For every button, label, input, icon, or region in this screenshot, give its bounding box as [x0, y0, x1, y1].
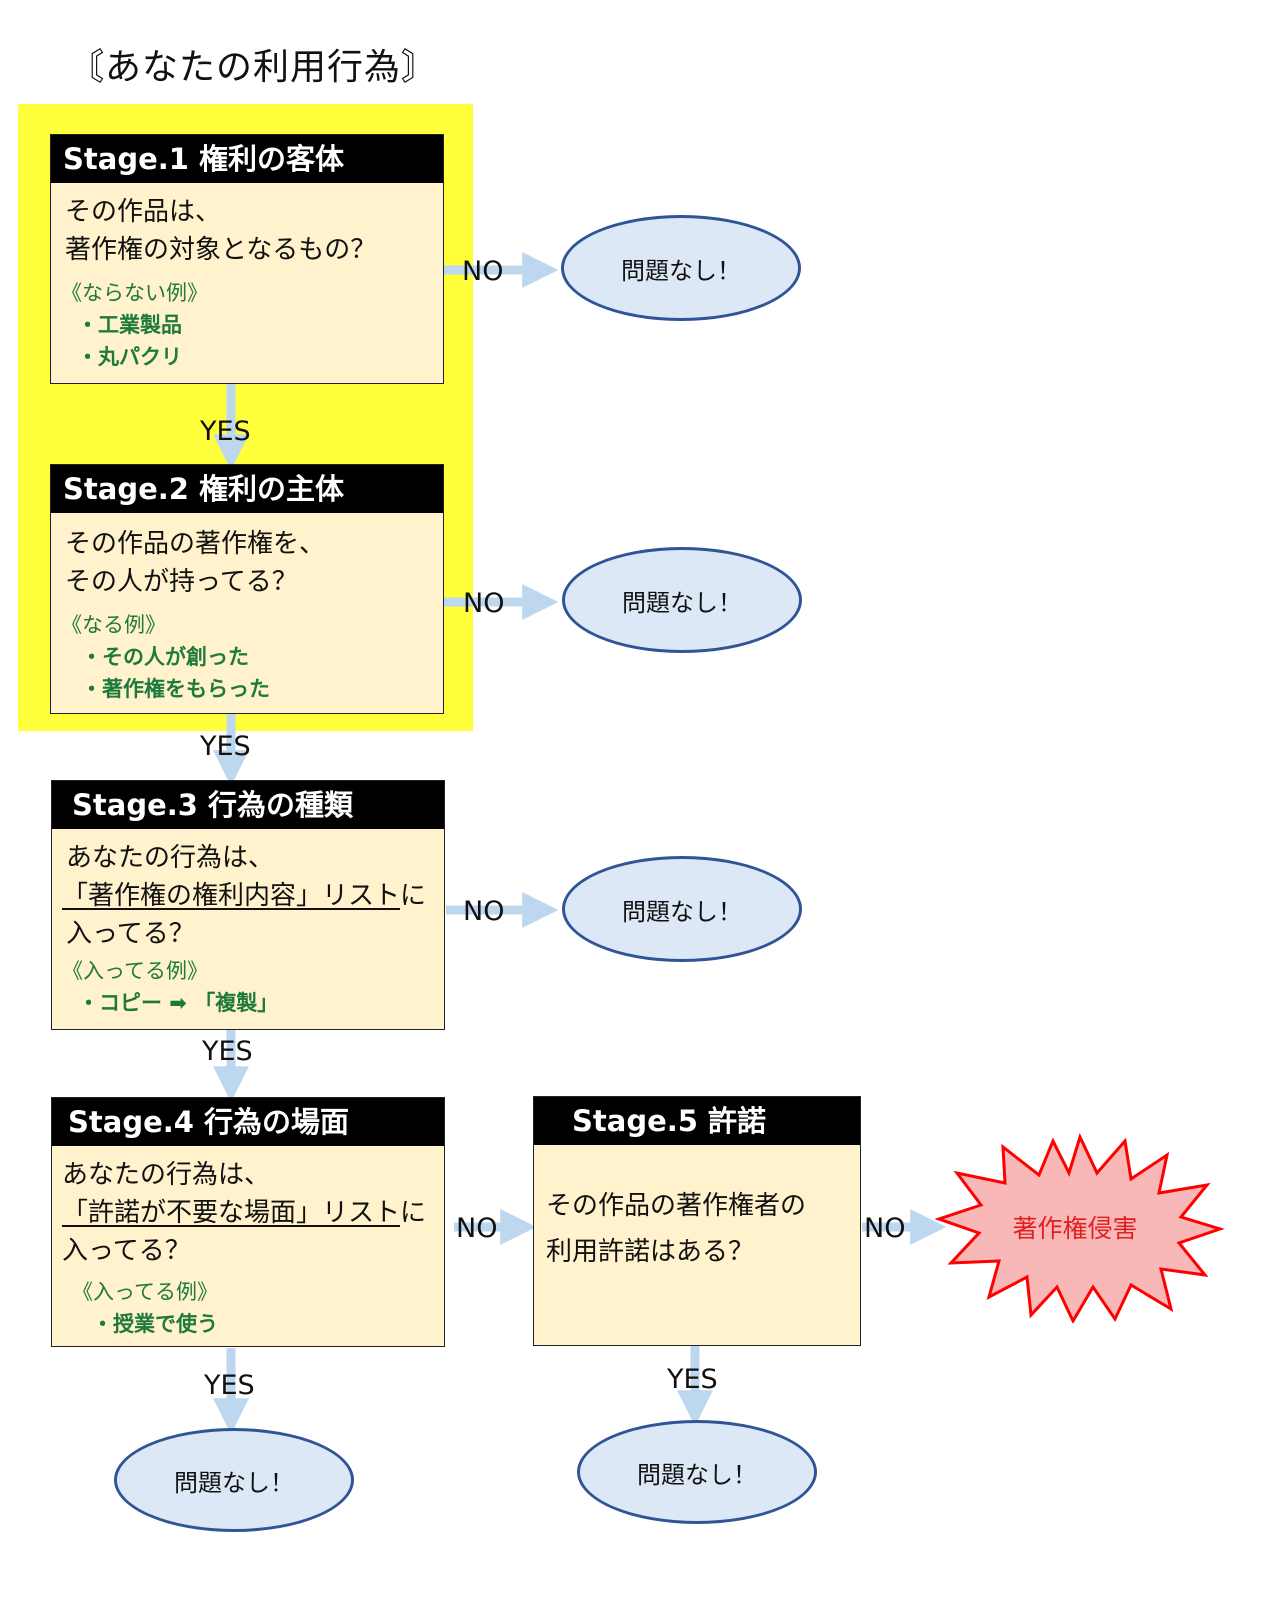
no-label-s4: NO [456, 1213, 498, 1244]
burst-shape [935, 1133, 1225, 1323]
stage4-question: あなたの行為は、 「許諾が不要な場面」リストに 入ってる？ [52, 1146, 444, 1270]
outcome-ok-label: 問題なし！ [174, 1468, 294, 1497]
stage3-q-particle: に [400, 881, 427, 911]
yes-label-s4: YES [204, 1370, 255, 1401]
yes-label-s5: YES [667, 1364, 718, 1395]
outcome-ok-label: 問題なし！ [621, 256, 741, 285]
stage3-q-line2: 「著作権の権利内容」リストに [62, 877, 444, 915]
yes-label-s1: YES [200, 416, 251, 447]
stage2-example-item: ・著作権をもらった [81, 677, 270, 701]
stage5-box: Stage.5 許諾 その作品の著作権者の 利用許諾はある？ [533, 1096, 861, 1346]
stage1-box: Stage.1 権利の客体 その作品は、 著作権の対象となるもの？ 《ならない例… [50, 134, 444, 384]
no-label-s3: NO [463, 896, 505, 927]
stage5-q-line1: その作品の著作権者の [546, 1191, 807, 1221]
stage4-list-reference: 「許諾が不要な場面」リスト [62, 1198, 401, 1228]
infringement-burst: 著作権侵害 [935, 1133, 1225, 1323]
stage1-q-line2: 著作権の対象となるもの？ [65, 235, 377, 265]
stage5-question: その作品の著作権者の 利用許諾はある？ [534, 1145, 860, 1275]
stage4-q-particle: に [400, 1198, 427, 1228]
outcome-ok-s4: 問題なし！ [114, 1428, 354, 1532]
stage4-example-item: ・授業で使う [92, 1312, 218, 1336]
outcome-ok-label: 問題なし！ [622, 897, 742, 926]
stage1-question: その作品は、 著作権の対象となるもの？ [51, 183, 443, 269]
stage2-question: その作品の著作権を、 その人が持ってる？ [51, 513, 443, 601]
stage4-box: Stage.4 行為の場面 あなたの行為は、 「許諾が不要な場面」リストに 入っ… [51, 1097, 445, 1347]
stage1-q-line1: その作品は、 [65, 197, 222, 227]
stage3-q-line1: あなたの行為は、 [66, 843, 275, 873]
outcome-ok-label: 問題なし！ [622, 588, 742, 617]
outcome-ok-s5: 問題なし！ [577, 1420, 817, 1524]
yes-label-s3: YES [202, 1036, 253, 1067]
stage1-header: Stage.1 権利の客体 [51, 135, 443, 183]
outcome-ok-s1: 問題なし！ [561, 215, 801, 321]
stage4-example-heading: 《入ってる例》 [72, 1280, 218, 1304]
stage4-q-line2: 「許諾が不要な場面」リストに [62, 1194, 444, 1232]
no-label-s5: NO [864, 1213, 906, 1244]
stage2-q-line1: その作品の著作権を、 [65, 529, 326, 559]
no-label-s2: NO [463, 588, 505, 619]
stage1-example-item: ・丸パクリ [77, 345, 182, 369]
page-title: 〘あなたの利用行為〙 [68, 47, 439, 88]
stage2-example-heading: 《なる例》 [61, 613, 166, 637]
stage3-list-reference: 「著作権の権利内容」リスト [62, 881, 401, 911]
stage4-q-line1: あなたの行為は、 [62, 1160, 271, 1190]
stage2-example-item: ・その人が創った [81, 645, 249, 669]
stage5-header: Stage.5 許諾 [534, 1097, 860, 1145]
stage1-example-item: ・工業製品 [77, 313, 182, 337]
stage2-q-line2: その人が持ってる？ [65, 567, 298, 597]
stage4-header: Stage.4 行為の場面 [52, 1098, 444, 1146]
outcome-ok-s3: 問題なし！ [562, 856, 802, 962]
stage3-example-item: ・コピー ➡ 「複製」 [78, 991, 279, 1015]
stage3-header: Stage.3 行為の種類 [52, 781, 444, 829]
stage2-header: Stage.2 権利の主体 [51, 465, 443, 513]
stage4-q-line3: 入ってる？ [62, 1236, 191, 1266]
yes-label-s2: YES [200, 731, 251, 762]
stage3-q-line3: 入ってる？ [66, 919, 195, 949]
outcome-ok-s2: 問題なし！ [562, 547, 802, 653]
stage5-q-line2: 利用許諾はある？ [546, 1237, 755, 1267]
stage3-question: あなたの行為は、 「著作権の権利内容」リストに 入ってる？ [52, 829, 444, 953]
stage1-example-heading: 《ならない例》 [61, 281, 208, 305]
infringement-label: 著作権侵害 [1012, 1214, 1137, 1243]
no-label-s1: NO [462, 256, 504, 287]
stage3-example-heading: 《入ってる例》 [62, 959, 208, 983]
stage2-box: Stage.2 権利の主体 その作品の著作権を、 その人が持ってる？ 《なる例》… [50, 464, 444, 714]
outcome-ok-label: 問題なし！ [637, 1460, 757, 1489]
stage3-box: Stage.3 行為の種類 あなたの行為は、 「著作権の権利内容」リストに 入っ… [51, 780, 445, 1030]
